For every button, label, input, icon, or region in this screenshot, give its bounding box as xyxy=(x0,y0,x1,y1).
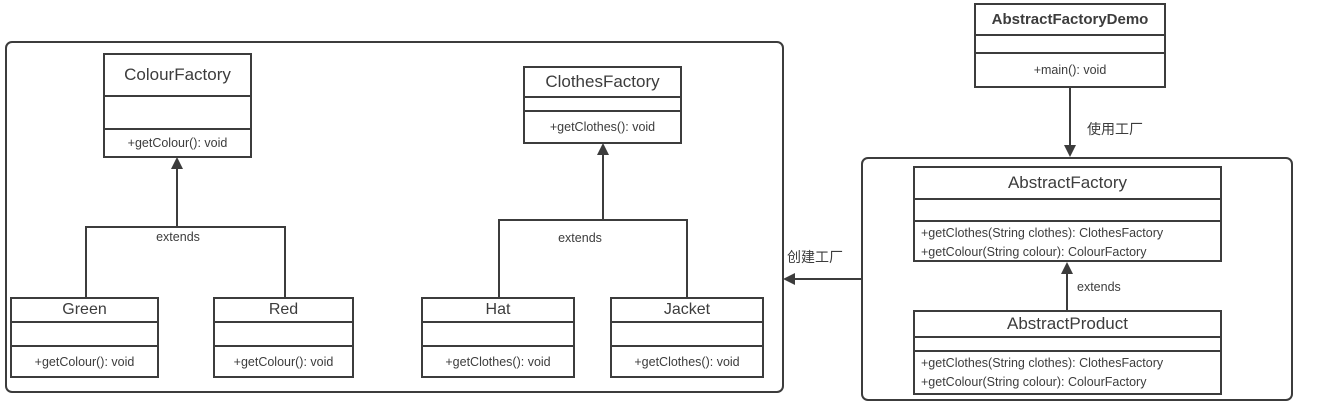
methods-compartment: +getColour(): void xyxy=(105,128,250,156)
method-label: +getClothes(): void xyxy=(634,354,740,369)
methods-compartment: +getClothes(): void xyxy=(423,345,573,376)
method-label: +main(): void xyxy=(1033,63,1107,77)
methods-compartment: +getColour(): void xyxy=(12,345,157,376)
methods-compartment: +main(): void xyxy=(976,52,1164,86)
create-factory-arrow-line xyxy=(793,278,861,280)
clothes-extends-arrow-line xyxy=(602,153,604,219)
colour-bracket-right-line xyxy=(284,226,286,297)
colour-extends-arrow-line xyxy=(176,167,178,226)
create-factory-arrowhead-icon xyxy=(783,273,795,285)
method-label: +getClothes(String clothes): ClothesFact… xyxy=(921,226,1164,240)
product-extends-arrowhead-icon xyxy=(1061,262,1073,274)
class-green: Green +getColour(): void xyxy=(10,297,159,378)
methods-compartment: +getClothes(): void xyxy=(525,110,680,142)
class-jacket: Jacket +getClothes(): void xyxy=(610,297,764,378)
method-label: +getColour(): void xyxy=(233,354,334,369)
extends-label-clothes: extends xyxy=(558,231,602,245)
extends-label-product: extends xyxy=(1077,280,1121,294)
use-factory-label: 使用工厂 xyxy=(1087,121,1143,137)
class-colour-factory: ColourFactory +getColour(): void xyxy=(103,53,252,158)
methods-compartment: +getClothes(): void xyxy=(612,345,762,376)
extends-label-colour: extends xyxy=(156,230,200,244)
class-name: Jacket xyxy=(663,301,711,318)
method-label: +getColour(String colour): ColourFactory xyxy=(921,375,1147,389)
class-abstract-product: AbstractProduct +getClothes(String cloth… xyxy=(913,310,1222,395)
attributes-compartment xyxy=(915,336,1220,350)
clothes-extends-arrowhead-icon xyxy=(597,143,609,155)
class-name: AbstractProduct xyxy=(1007,314,1128,333)
attributes-compartment xyxy=(12,321,157,345)
colour-bracket-horizontal-line xyxy=(85,226,286,228)
product-extends-arrow-line xyxy=(1066,272,1068,310)
attributes-compartment xyxy=(215,321,352,345)
method-label: +getColour(String colour): ColourFactory xyxy=(921,245,1147,259)
methods-compartment: +getClothes(String clothes): ClothesFact… xyxy=(915,350,1220,393)
create-factory-label: 创建工厂 xyxy=(787,249,843,265)
attributes-compartment xyxy=(976,34,1164,52)
colour-extends-arrowhead-icon xyxy=(171,157,183,169)
class-abstract-factory-demo: AbstractFactoryDemo +main(): void xyxy=(974,3,1166,88)
class-clothes-factory: ClothesFactory +getClothes(): void xyxy=(523,66,682,144)
attributes-compartment xyxy=(915,198,1220,220)
class-name: ClothesFactory xyxy=(545,72,660,91)
attributes-compartment xyxy=(423,321,573,345)
class-hat: Hat +getClothes(): void xyxy=(421,297,575,378)
class-name: Green xyxy=(62,301,107,318)
attributes-compartment xyxy=(105,95,250,128)
class-name: ColourFactory xyxy=(124,65,231,84)
class-name: Red xyxy=(268,301,299,318)
colour-bracket-left-line xyxy=(85,226,87,297)
method-label: +getColour(): void xyxy=(34,354,135,369)
class-abstract-factory: AbstractFactory +getClothes(String cloth… xyxy=(913,166,1222,262)
methods-compartment: +getColour(): void xyxy=(215,345,352,376)
method-label: +getClothes(String clothes): ClothesFact… xyxy=(921,356,1164,370)
method-label: +getColour(): void xyxy=(127,136,228,150)
attributes-compartment xyxy=(525,96,680,110)
class-name: AbstractFactoryDemo xyxy=(991,11,1149,28)
clothes-bracket-left-line xyxy=(498,219,500,297)
methods-compartment: +getClothes(String clothes): ClothesFact… xyxy=(915,220,1220,260)
use-factory-arrowhead-icon xyxy=(1064,145,1076,157)
class-name: Hat xyxy=(485,301,511,318)
method-label: +getClothes(): void xyxy=(549,120,656,134)
clothes-bracket-horizontal-line xyxy=(498,219,688,221)
clothes-bracket-right-line xyxy=(686,219,688,297)
class-name: AbstractFactory xyxy=(1007,173,1128,192)
class-red: Red +getColour(): void xyxy=(213,297,354,378)
attributes-compartment xyxy=(612,321,762,345)
use-factory-arrow-line xyxy=(1069,88,1071,147)
method-label: +getClothes(): void xyxy=(445,354,551,369)
